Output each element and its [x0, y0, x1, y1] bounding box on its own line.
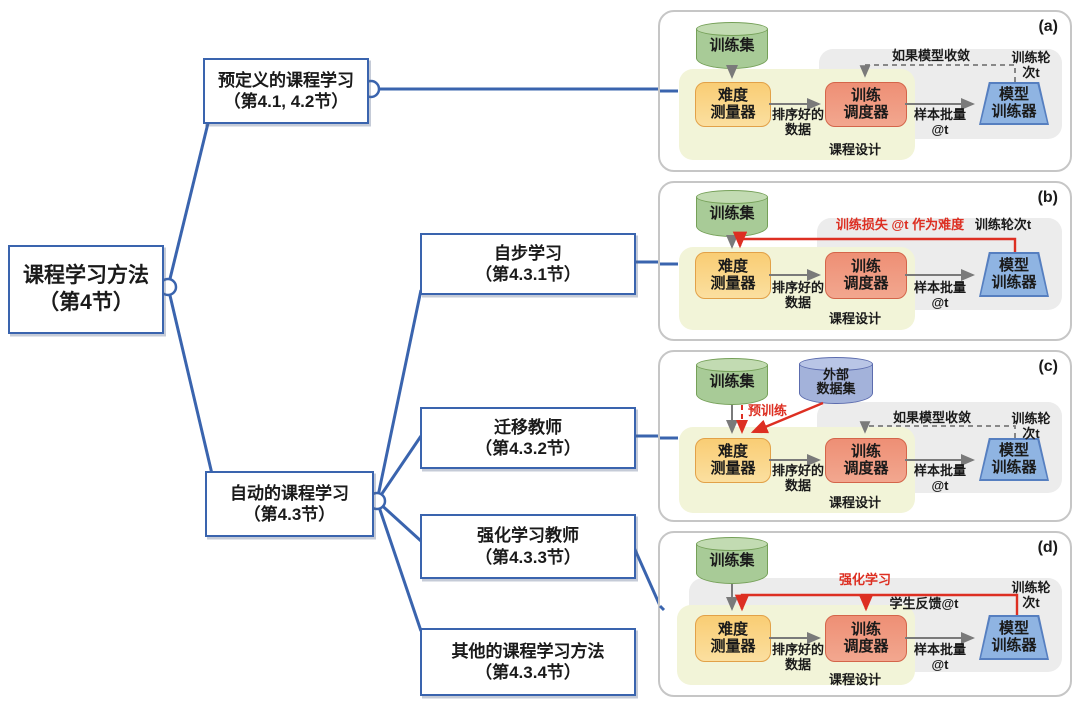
loss-as-difficulty-label: 训练损失 @t 作为难度: [835, 217, 965, 232]
panel-b: (b) 训练集 难度 测量器 训练 调度器 模型 训练器 排序好的 数据 样本批…: [658, 181, 1072, 341]
panel-c-tag: (c): [1038, 358, 1058, 375]
node-transfer-teacher: 迁移教师 （第4.3.2节）: [420, 407, 636, 469]
edge-automatic-rl: [375, 499, 423, 543]
train-dataset-label: 训练集: [709, 205, 755, 222]
model-trainer-trapezoid: 模型 训练器: [979, 82, 1049, 125]
train-dataset-cylinder: 训练集: [696, 22, 768, 69]
converge-dashed-arrow: [859, 64, 1016, 82]
training-scheduler-box: 训练 调度器: [825, 252, 907, 299]
train-dataset-label: 训练集: [709, 373, 755, 390]
epoch-label: 训练轮次t: [1011, 411, 1051, 441]
difficulty-measurer-box: 难度 测量器: [695, 438, 771, 483]
curriculum-design-label: 课程设计: [828, 495, 882, 510]
edge-automatic-transfer: [375, 435, 423, 502]
sample-batch-label: 样本批量 @t: [913, 463, 967, 493]
node-automatic: 自动的课程学习 （第4.3节）: [205, 471, 374, 537]
panel-a: (a) 训练集 难度 测量器 训练 调度器 模型 训练器 排序好的 数据 样本批…: [658, 10, 1072, 172]
edge-automatic-other: [375, 500, 423, 632]
edge-root-predefined: [166, 114, 212, 288]
external-to-measurer-red-arrow: [750, 401, 824, 434]
converge-label: 如果模型收敛: [891, 48, 971, 63]
model-trainer-trapezoid: 模型 训练器: [979, 252, 1049, 297]
external-dataset-cylinder: 外部 数据集: [799, 357, 873, 404]
panel-b-arrows: [660, 231, 1017, 281]
curriculum-design-label: 课程设计: [828, 672, 882, 687]
pretrain-label: 预训练: [748, 403, 788, 418]
epoch-label: 训练轮次t: [1011, 580, 1051, 610]
train-dataset-label: 训练集: [709, 552, 755, 569]
panel-c-arrows: [660, 401, 1016, 466]
panel-d-arrows: [658, 584, 1019, 644]
train-dataset-label: 训练集: [709, 37, 755, 54]
tree-stub: [658, 604, 666, 612]
model-trainer-trapezoid: 模型 训练器: [979, 438, 1049, 481]
model-trainer-label: 模型 训练器: [991, 441, 1037, 476]
sorted-data-label: 排序好的 数据: [771, 107, 825, 137]
difficulty-measurer-box: 难度 测量器: [695, 615, 771, 662]
sorted-data-label: 排序好的 数据: [771, 642, 825, 672]
loss-feedback-red-arrow: [732, 231, 1017, 252]
sorted-data-label: 排序好的 数据: [771, 463, 825, 493]
panel-c: (c) 训练集 外部 数据集 难度 测量器 训练 调度器 模型 训练器: [658, 350, 1072, 522]
difficulty-measurer-box: 难度 测量器: [695, 82, 771, 127]
panel-d: (d) 训练集 难度 测量器 训练 调度器 模型 训练器 强化学习 学生反馈@t: [658, 531, 1072, 697]
model-trainer-label: 模型 训练器: [991, 619, 1037, 654]
sample-batch-label: 样本批量 @t: [913, 642, 967, 672]
panel-d-tag: (d): [1037, 539, 1058, 556]
model-trainer-label: 模型 训练器: [991, 256, 1037, 291]
external-dataset-label: 外部 数据集: [816, 367, 856, 396]
node-rl-teacher: 强化学习教师 （第4.3.3节）: [420, 514, 636, 579]
epoch-label: 训练轮次t: [1011, 50, 1051, 80]
edge-automatic-selfpaced: [375, 289, 423, 502]
sample-batch-label: 样本批量 @t: [913, 107, 967, 137]
panel-a-tag: (a): [1038, 18, 1058, 35]
model-trainer-label: 模型 训练器: [991, 85, 1037, 120]
node-other-methods: 其他的课程学习方法 （第4.3.4节）: [420, 628, 636, 696]
converge-dashed-arrow: [859, 421, 1016, 438]
rl-feedback-red-arrow-measurer: [734, 593, 1019, 615]
curriculum-design-label: 课程设计: [828, 311, 882, 326]
reinforcement-learning-label: 强化学习: [838, 572, 892, 587]
node-predefined: 预定义的课程学习 （第4.1, 4.2节）: [203, 58, 369, 124]
student-feedback-label: 学生反馈@t: [889, 596, 959, 611]
edge-root-automatic: [166, 286, 214, 475]
sorted-data-label: 排序好的 数据: [771, 280, 825, 310]
sample-batch-label: 样本批量 @t: [913, 280, 967, 310]
train-dataset-cylinder: 训练集: [696, 358, 768, 405]
panel-a-arrows: [660, 64, 1016, 110]
edge-rl-panel-d: [630, 542, 663, 609]
converge-label: 如果模型收敛: [892, 410, 972, 425]
node-self-paced: 自步学习 （第4.3.1节）: [420, 233, 636, 295]
difficulty-measurer-box: 难度 测量器: [695, 252, 771, 299]
training-scheduler-box: 训练 调度器: [825, 615, 907, 662]
node-root: 课程学习方法 （第4节）: [8, 245, 164, 334]
curriculum-design-label: 课程设计: [828, 142, 882, 157]
epoch-label: 训练轮次t: [974, 217, 1032, 232]
train-dataset-cylinder: 训练集: [696, 537, 768, 584]
panel-b-tag: (b): [1037, 189, 1058, 206]
model-trainer-trapezoid: 模型 训练器: [979, 615, 1049, 660]
